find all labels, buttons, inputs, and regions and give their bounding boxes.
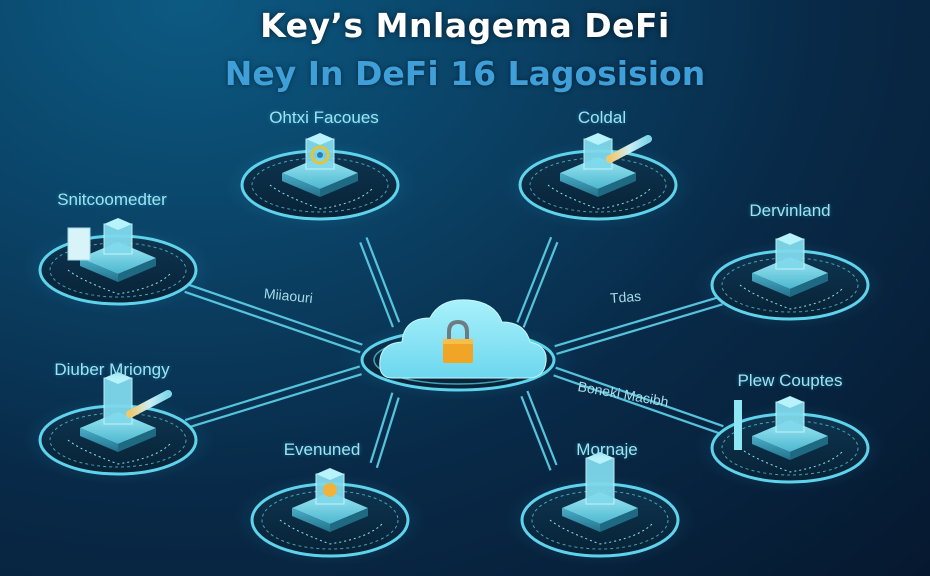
node-lower-left[interactable] xyxy=(22,372,214,484)
node-bottom-left[interactable] xyxy=(234,468,426,566)
page-title: Key’s Mnlagema DeFi xyxy=(260,6,670,45)
node-top-left[interactable] xyxy=(224,133,416,229)
cube-with-key-icon xyxy=(560,133,652,197)
pillar-icon xyxy=(562,452,638,532)
connector-lower-right xyxy=(553,366,724,435)
connector-top-right xyxy=(516,236,559,328)
connector-lines xyxy=(184,236,724,471)
node-label-top-right: Coldal xyxy=(577,108,627,127)
node-label-lower-left: Diuber Mriongy xyxy=(54,360,170,379)
crystal-cube-icon xyxy=(734,396,828,460)
connector-bottom-right xyxy=(520,390,558,471)
node-label-bottom-left: Evenuned xyxy=(283,440,361,459)
node-label-top-left: Ohtxi Facoues xyxy=(269,108,379,127)
vault-cube-icon xyxy=(282,133,358,197)
node-label-lower-right: Plew Couptes xyxy=(737,371,843,390)
connector-top-left xyxy=(359,237,401,328)
node-top-right[interactable] xyxy=(502,133,694,229)
connector-mid-right xyxy=(554,295,723,356)
connector-mid-left xyxy=(184,283,363,354)
node-mid-right[interactable] xyxy=(694,233,886,329)
node-bottom-right[interactable] xyxy=(504,452,696,566)
connector-bottom-left xyxy=(369,392,400,469)
building-icon xyxy=(752,233,828,297)
node-label-bottom-right: Mornaje xyxy=(576,440,638,459)
node-label-mid-right: Dervinland xyxy=(749,201,831,220)
cloud-icon xyxy=(379,299,547,379)
connector-lower-left xyxy=(184,365,362,429)
shield-lock-icon xyxy=(292,468,368,532)
node-label-mid-left: Snitcoomedter xyxy=(57,190,167,209)
lock-icon xyxy=(443,319,473,363)
node-lower-right[interactable] xyxy=(694,396,886,492)
tower-with-key-icon xyxy=(80,372,172,452)
cloud-hub[interactable] xyxy=(338,299,578,400)
page-subtitle: Ney In DeFi 16 Lagosision xyxy=(224,54,706,93)
link-label-tdas: Tdas xyxy=(609,287,642,306)
server-tower-icon xyxy=(67,218,156,282)
node-mid-left[interactable] xyxy=(22,218,214,314)
